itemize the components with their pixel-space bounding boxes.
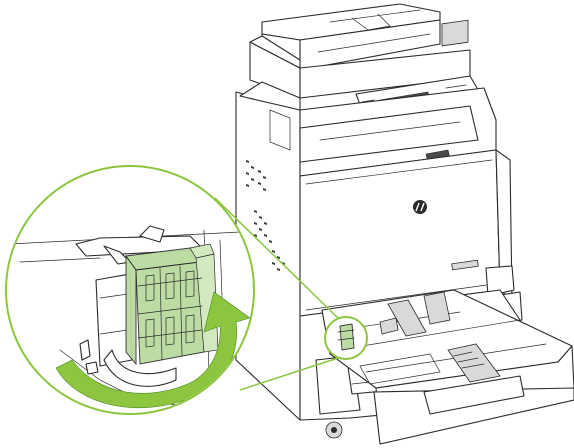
- side-vents: [246, 160, 285, 271]
- paper-tray-open: [321, 289, 574, 445]
- zoom-callout: [5, 165, 255, 415]
- front-door: [299, 149, 501, 317]
- callout-connector: [214, 197, 339, 391]
- keypad: [441, 19, 469, 47]
- small-lever: [337, 323, 355, 351]
- output-area: [299, 87, 497, 177]
- paper-guide-front: [447, 343, 501, 383]
- paper-guide-rear: [423, 291, 451, 325]
- printer-body: [235, 3, 574, 445]
- hp-logo-icon: [413, 200, 427, 214]
- tray-handle: [423, 375, 525, 415]
- paper-guide-left: [387, 299, 427, 337]
- lever-highlight: [125, 243, 219, 366]
